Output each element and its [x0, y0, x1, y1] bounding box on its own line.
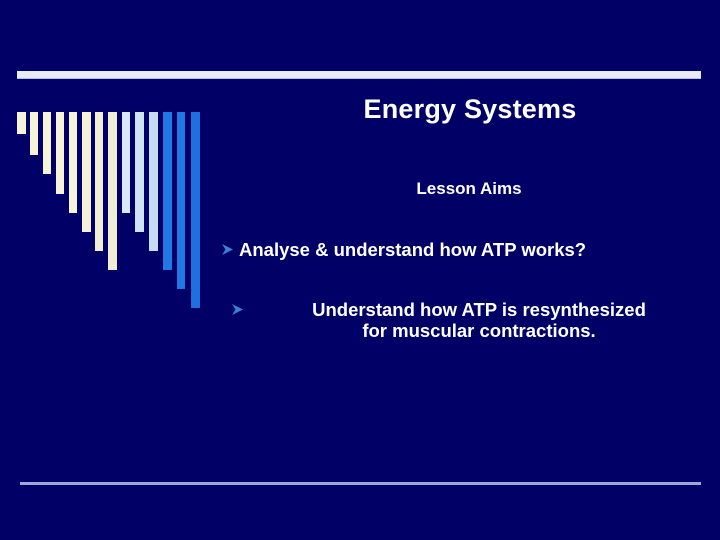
- decorative-bar: [56, 112, 64, 194]
- slide-title: Energy Systems: [363, 94, 577, 124]
- decorative-bar: [69, 112, 77, 213]
- bullet-item-2-text: Understand how ATP is resynthesized for …: [249, 299, 715, 343]
- decorative-bar: [149, 112, 158, 251]
- bullet-item-1: Analyse & understand how ATP works?: [215, 199, 715, 261]
- decorative-bar: [135, 112, 144, 232]
- top-divider-rule: [17, 71, 701, 78]
- bullet-line: Understand how ATP is resynthesized: [312, 298, 646, 320]
- decorative-bar: [163, 112, 172, 270]
- bullet-item-2: Understand how ATP is resynthesized for …: [215, 261, 715, 343]
- slide-subtitle: Lesson Aims: [416, 178, 522, 198]
- decorative-bar: [191, 112, 200, 308]
- arrowhead-bullet-icon: [231, 303, 249, 315]
- decorative-bar: [122, 112, 130, 213]
- bullet-item-1-text: Analyse & understand how ATP works?: [239, 239, 715, 261]
- bottom-divider-rule: [20, 482, 701, 485]
- decorative-bar: [43, 112, 51, 174]
- decorative-bar: [82, 112, 91, 232]
- decorative-bar: [108, 112, 117, 270]
- decorative-bar: [177, 112, 185, 289]
- decorative-bar: [17, 112, 26, 134]
- bullet-line: Analyse & understand how ATP works?: [239, 238, 587, 260]
- decorative-bar: [95, 112, 103, 251]
- descending-bar-graphic: [17, 112, 217, 322]
- bullet-line: for muscular contractions.: [362, 320, 596, 342]
- slide-text-block: Energy Systems Lesson Aims Analyse & und…: [215, 94, 715, 343]
- arrowhead-bullet-icon: [221, 243, 239, 255]
- decorative-bar: [30, 112, 38, 155]
